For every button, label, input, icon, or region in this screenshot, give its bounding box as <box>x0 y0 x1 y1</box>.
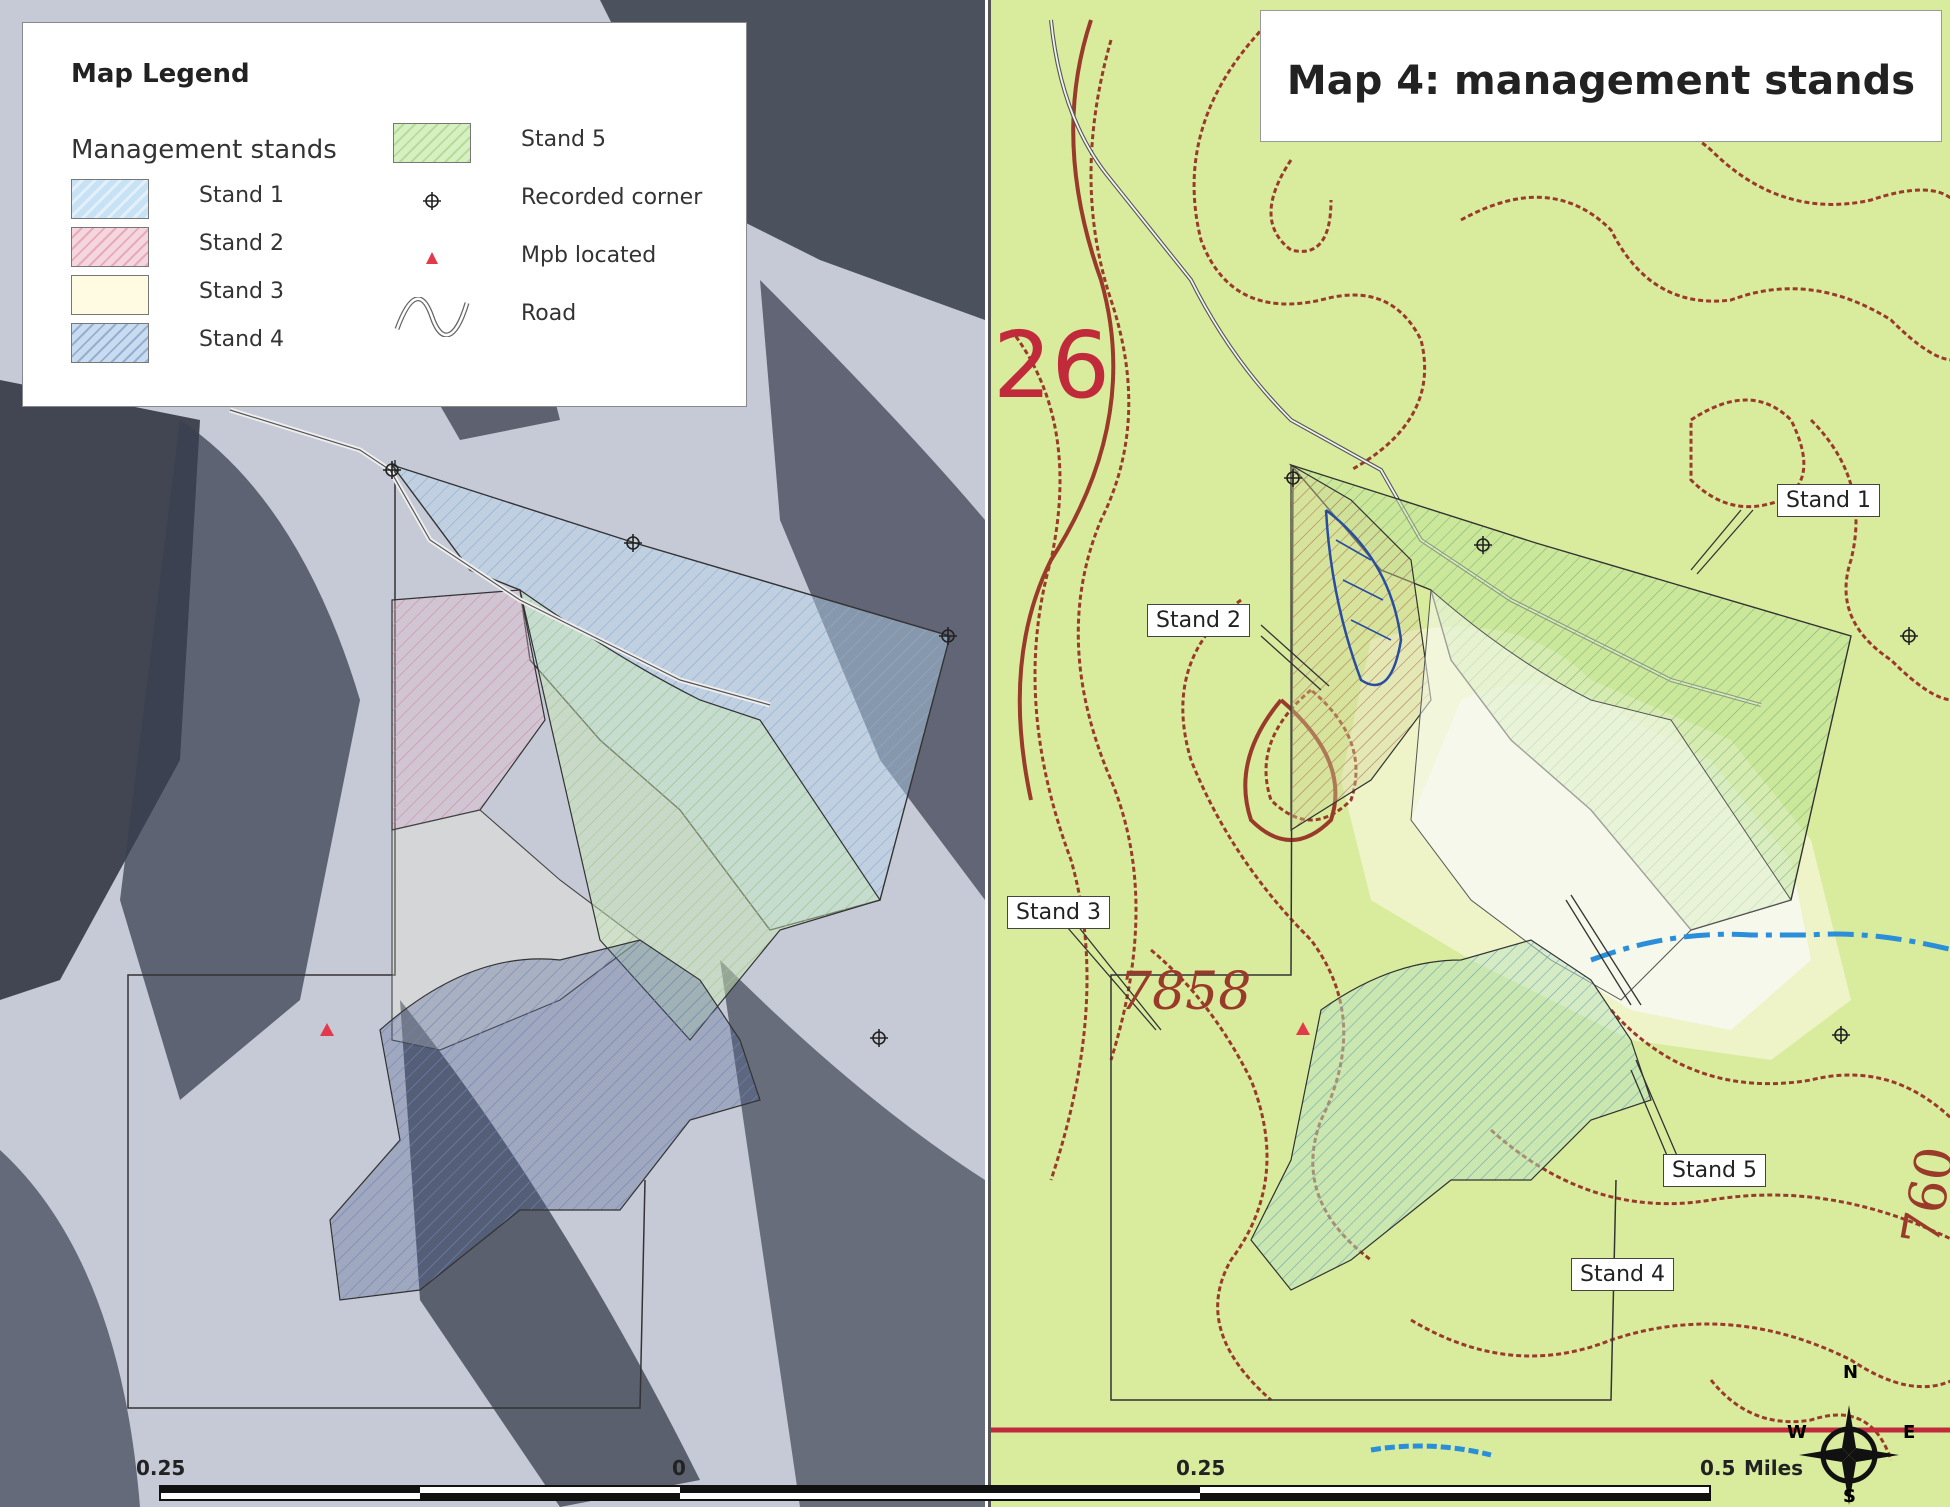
compass-e-label: E <box>1903 1422 1916 1443</box>
compass-n-label: N <box>1843 1362 1859 1383</box>
legend-label: Stand 4 <box>199 327 284 352</box>
callout-stand-1: Stand 1 <box>1777 484 1880 517</box>
legend-subtitle: Management stands <box>71 135 337 165</box>
legend-label: Stand 3 <box>199 279 284 304</box>
aerial-map-canvas <box>0 0 985 1507</box>
recorded-corner-markers <box>383 461 957 1047</box>
compass-s-label: S <box>1843 1486 1856 1507</box>
legend-label: Stand 5 <box>521 127 606 152</box>
section-number-label: 26 <box>993 312 1111 419</box>
topo-map-canvas <box>991 0 1950 1507</box>
legend-label: Stand 2 <box>199 231 284 256</box>
stream-line <box>1590 931 1950 963</box>
legend-label: Road <box>521 301 577 326</box>
aerial-map-panel[interactable]: Map Legend Management stands Stand 1 Sta… <box>0 0 985 1507</box>
callout-stand-2: Stand 2 <box>1147 604 1250 637</box>
stand-2-area[interactable] <box>391 589 546 831</box>
compass-rose-icon <box>1799 1405 1899 1505</box>
legend-label: Mpb located <box>521 243 657 268</box>
scale-unit-label: Miles <box>1744 1456 1804 1480</box>
topo-mpb-located-marker <box>1296 1022 1310 1035</box>
stand-5-swatch <box>393 123 471 163</box>
triangle-icon <box>426 252 438 264</box>
stand-1-swatch <box>71 179 149 219</box>
legend-title: Map Legend <box>71 59 250 89</box>
topo-stand-5-area[interactable] <box>1410 588 1792 1001</box>
callout-leaders <box>1060 509 1754 1166</box>
compass-w-label: W <box>1787 1422 1807 1443</box>
callout-stand-5: Stand 5 <box>1663 1154 1766 1187</box>
elevation-label: 7858 <box>1119 962 1252 1022</box>
road-icon <box>394 297 470 337</box>
stand-5-area[interactable] <box>519 588 881 1041</box>
scale-label: 0.5 <box>1700 1456 1736 1480</box>
stand-4-swatch <box>71 323 149 363</box>
scale-label: 0.25 <box>1176 1456 1226 1480</box>
mpb-located-marker <box>320 1023 334 1036</box>
callout-stand-3: Stand 3 <box>1007 896 1110 929</box>
stand-4-area[interactable] <box>329 939 761 1301</box>
legend-label: Recorded corner <box>521 185 703 210</box>
topo-stand-4-area[interactable] <box>1250 939 1652 1291</box>
crosshair-icon <box>423 192 441 210</box>
topo-map-panel[interactable]: 26 7858 760 Stand 1 Stand 2 Stand 3 Stan… <box>988 0 1950 1507</box>
map-legend: Map Legend Management stands Stand 1 Sta… <box>22 22 747 407</box>
callout-stand-4: Stand 4 <box>1571 1258 1674 1291</box>
scale-label: 0.25 <box>136 1456 186 1480</box>
scale-label: 0 <box>672 1456 686 1480</box>
legend-label: Stand 1 <box>199 183 284 208</box>
map-title: Map 4: management stands <box>1260 10 1942 142</box>
stand-2-swatch <box>71 227 149 267</box>
stand-3-swatch <box>71 275 149 315</box>
topo-recorded-corner-markers <box>1284 469 1918 1044</box>
